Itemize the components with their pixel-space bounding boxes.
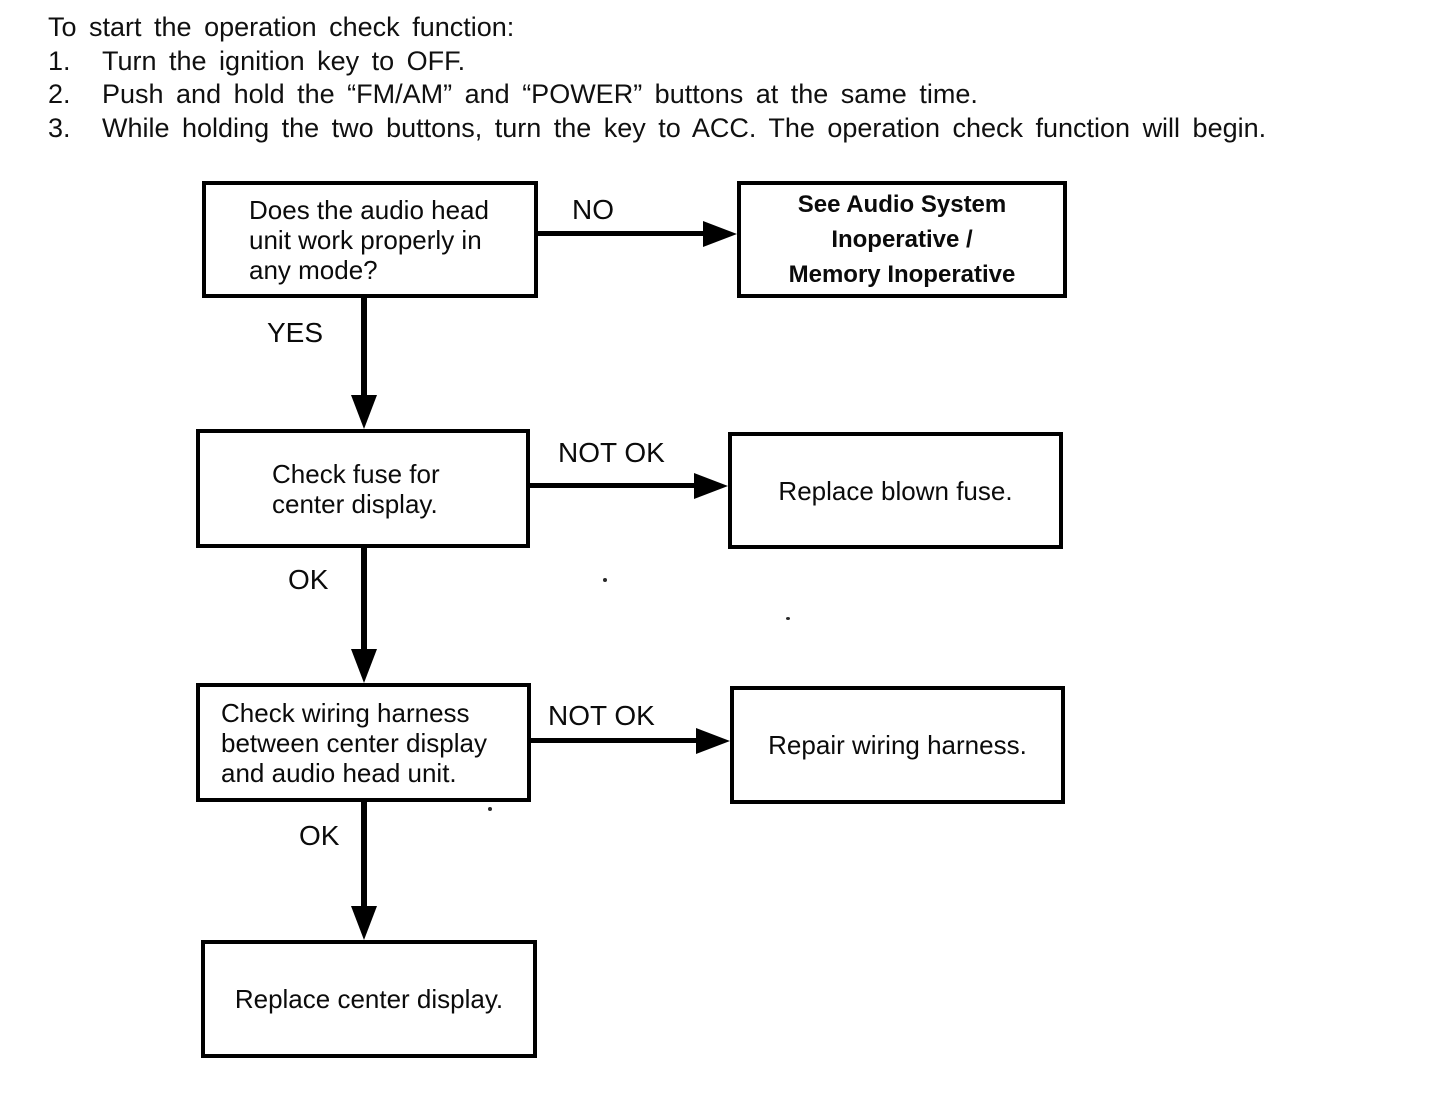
step-number: 1.	[48, 45, 71, 76]
node-text: Does the audio head unit work properly i…	[249, 194, 489, 285]
step-number: 3.	[48, 112, 71, 143]
arrowhead-down-icon	[351, 395, 377, 429]
arrow-line-ok-1	[361, 547, 367, 650]
node-text: See Audio System Inoperative / Memory In…	[788, 191, 1016, 288]
intro-title: To start the operation check function:	[48, 12, 515, 42]
intro-text-block: To start the operation check function: 1…	[48, 11, 1266, 145]
edge-label-yes: YES	[267, 317, 324, 348]
node-see-audio-system-inoperative: See Audio System Inoperative / Memory In…	[737, 181, 1067, 298]
edge-label-not-ok-2: NOT OK	[548, 700, 655, 731]
arrow-line-not-ok-1	[530, 483, 697, 488]
intro-step-2: 2. Push and hold the “FM/AM” and “POWER”…	[48, 78, 1266, 112]
arrowhead-right-icon	[703, 221, 737, 247]
node-text: Replace center display.	[234, 984, 504, 1014]
step-text: Turn the ignition key to OFF.	[102, 45, 466, 76]
arrowhead-right-icon	[696, 728, 730, 754]
arrowhead-down-icon	[351, 649, 377, 683]
intro-step-3: 3. While holding the two buttons, turn t…	[48, 112, 1266, 146]
edge-label-no: NO	[572, 194, 614, 225]
step-text: While holding the two buttons, turn the …	[102, 112, 1267, 143]
node-check-wiring-harness: Check wiring harness between center disp…	[196, 683, 531, 802]
node-text: Check fuse for center display.	[272, 458, 440, 519]
arrow-line-no	[537, 231, 705, 236]
arrowhead-right-icon	[694, 473, 728, 499]
scan-speck	[488, 807, 492, 811]
edge-label-ok-2: OK	[299, 820, 340, 851]
arrow-line-yes	[361, 296, 367, 396]
node-repair-wiring-harness: Repair wiring harness.	[730, 686, 1065, 804]
step-number: 2.	[48, 79, 71, 109]
node-replace-blown-fuse: Replace blown fuse.	[728, 432, 1063, 549]
intro-step-1: 1. Turn the ignition key to OFF.	[48, 45, 1266, 79]
node-text: Repair wiring harness.	[768, 730, 1027, 760]
edge-label-ok-1: OK	[288, 564, 329, 595]
arrowhead-down-icon	[351, 906, 377, 940]
step-text: Push and hold the “FM/AM” and “POWER” bu…	[102, 79, 978, 109]
edge-label-not-ok-1: NOT OK	[558, 437, 665, 468]
arrow-line-not-ok-2	[531, 738, 698, 743]
scan-speck	[786, 617, 790, 620]
node-text: Replace blown fuse.	[778, 475, 1013, 506]
scan-speck	[603, 578, 607, 582]
node-replace-center-display: Replace center display.	[201, 940, 537, 1058]
node-question-audio-head-unit: Does the audio head unit work properly i…	[202, 181, 538, 298]
node-check-fuse: Check fuse for center display.	[196, 429, 530, 548]
node-text: Check wiring harness between center disp…	[221, 697, 487, 788]
arrow-line-ok-2	[361, 801, 367, 907]
